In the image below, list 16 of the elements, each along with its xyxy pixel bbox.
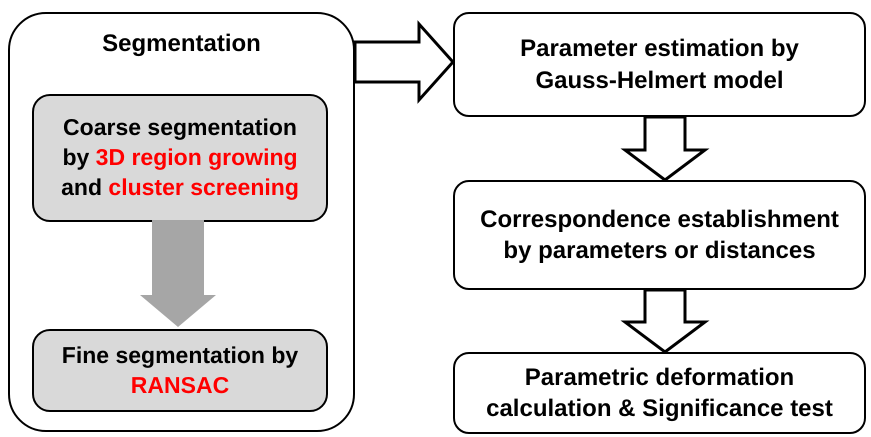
step-text: Correspondence establishment by parameters or distances [479,204,840,266]
block-arrow [620,288,710,354]
step-text: Fine segmentation by RANSAC [60,340,300,400]
block-arrow [140,220,216,327]
panel-title: Segmentation [101,29,262,59]
process-box [453,352,866,434]
process-box [453,180,866,290]
process-box [453,12,866,117]
block-arrow [354,20,456,104]
step-box [32,94,328,222]
step-text: Coarse segmentation by 3D region growing and cluster screening [60,113,300,202]
group-panel [8,12,355,432]
block-arrow [620,116,710,182]
step-text: Parameter estimation by Gauss-Helmert model [519,34,800,96]
step-box [32,329,328,412]
step-text: Parametric deformation calculation & Significance test [485,362,834,424]
